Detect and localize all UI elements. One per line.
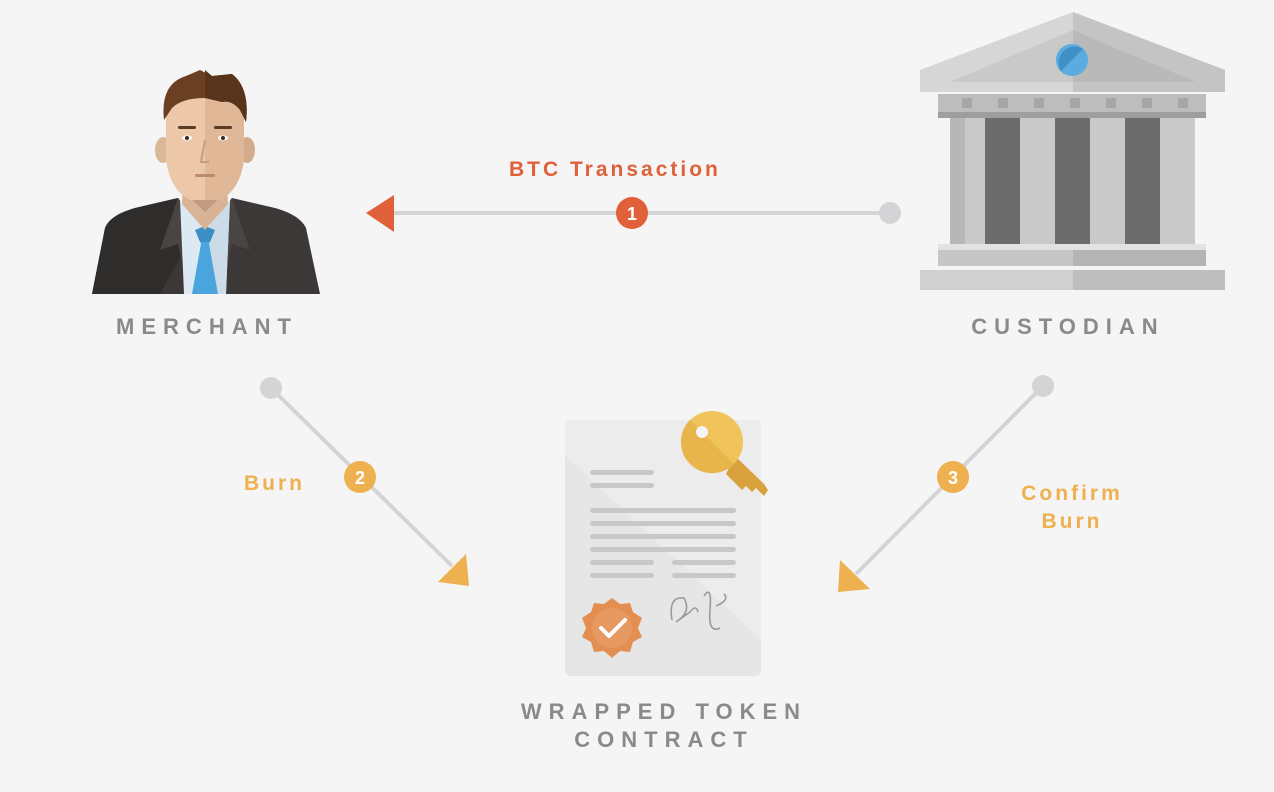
contract-label: WRAPPED TOKEN CONTRACT [494, 698, 834, 754]
step-3-arrow: 3 [838, 375, 1054, 592]
contract-label-line-1: WRAPPED TOKEN [520, 699, 808, 724]
step-3-label-line-2: Burn [1041, 510, 1103, 533]
step-3-number: 3 [948, 468, 958, 488]
step-2-number: 2 [355, 468, 365, 488]
custodian-label: CUSTODIAN [971, 314, 1165, 339]
merchant-label: MERCHANT [116, 314, 298, 339]
merchant-person-icon [92, 70, 320, 294]
step-3-label: Confirm Burn [1004, 480, 1140, 536]
step-2-badge [344, 461, 376, 493]
step-1-badge [616, 197, 648, 229]
step-3-badge [937, 461, 969, 493]
signed-contract-with-key-icon [565, 411, 768, 676]
step-2-arrow: 2 [260, 377, 469, 586]
step-2-label: Burn [244, 472, 305, 495]
contract-label-line-2: CONTRACT [574, 727, 754, 752]
bank-building-icon [920, 12, 1225, 290]
step-1-number: 1 [627, 204, 637, 224]
step-1-label: BTC Transaction [509, 158, 721, 181]
step-1-arrow: 1 [366, 195, 901, 232]
step-3-label-line-1: Confirm [1021, 482, 1123, 505]
